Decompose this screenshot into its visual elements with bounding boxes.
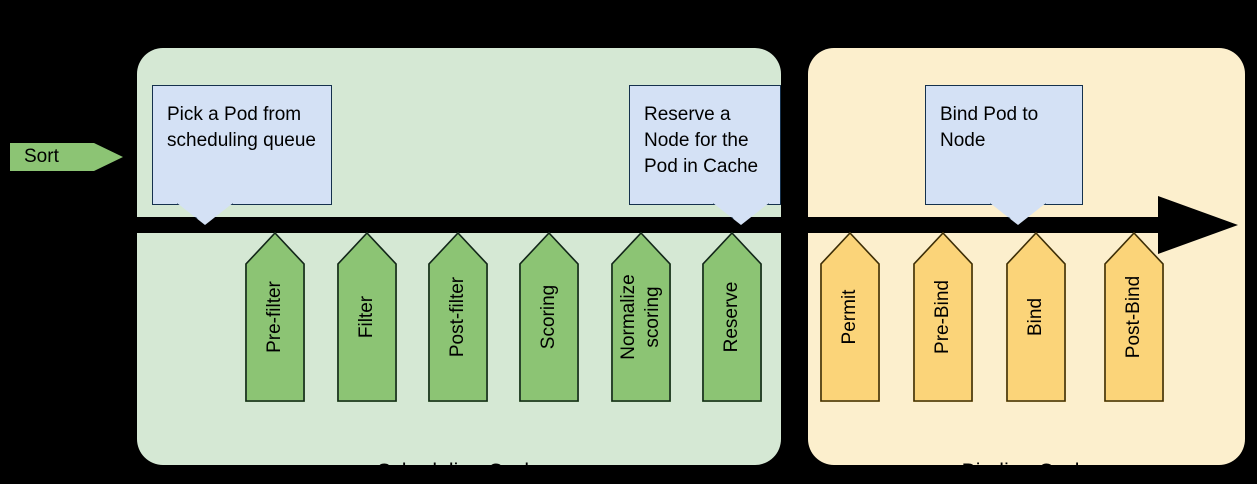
plugin-normalize-scoring[interactable]: Normalize scoring bbox=[611, 232, 671, 402]
plugin-label: Normalize scoring bbox=[618, 274, 663, 360]
plugin-label: Bind bbox=[1025, 297, 1046, 337]
plugin-post-filter[interactable]: Post-filter bbox=[428, 232, 488, 402]
plugin-post-bind[interactable]: Post-Bind bbox=[1104, 232, 1164, 402]
plugin-reserve[interactable]: Reserve bbox=[702, 232, 762, 402]
binding-cycle-caption: Binding Cycle bbox=[961, 460, 1092, 483]
plugin-pre-filter[interactable]: Pre-filter bbox=[245, 232, 305, 402]
callout-bind-pod-to-node: Bind Pod to Node bbox=[925, 85, 1083, 205]
plugin-label: Scoring bbox=[538, 284, 559, 350]
scheduling-flow-timeline bbox=[137, 217, 1182, 233]
plugin-label: Post-filter bbox=[447, 276, 468, 358]
plugin-label: Permit bbox=[839, 289, 860, 345]
plugin-label: Pre-Bind bbox=[932, 280, 953, 354]
callout-reserve-node: Reserve a Node for the Pod in Cache bbox=[629, 85, 781, 205]
plugin-scoring[interactable]: Scoring bbox=[519, 232, 579, 402]
plugin-filter[interactable]: Filter bbox=[337, 232, 397, 402]
plugin-label: Pre-filter bbox=[264, 281, 285, 353]
plugin-bind[interactable]: Bind bbox=[1006, 232, 1066, 402]
scheduling-cycle-caption: Scheduling Cycle bbox=[377, 460, 541, 483]
sort-label: Sort bbox=[24, 146, 59, 167]
flow-arrow-head-icon bbox=[1158, 196, 1238, 254]
plugin-label: Reserve bbox=[721, 281, 742, 353]
plugin-permit[interactable]: Permit bbox=[820, 232, 880, 402]
plugin-pre-bind[interactable]: Pre-Bind bbox=[913, 232, 973, 402]
sort-stage-arrow[interactable]: Sort bbox=[10, 143, 123, 171]
callout-pick-a-pod: Pick a Pod from scheduling queue bbox=[152, 85, 332, 205]
plugin-label: Filter bbox=[356, 295, 377, 339]
plugin-label: Post-Bind bbox=[1123, 275, 1144, 359]
